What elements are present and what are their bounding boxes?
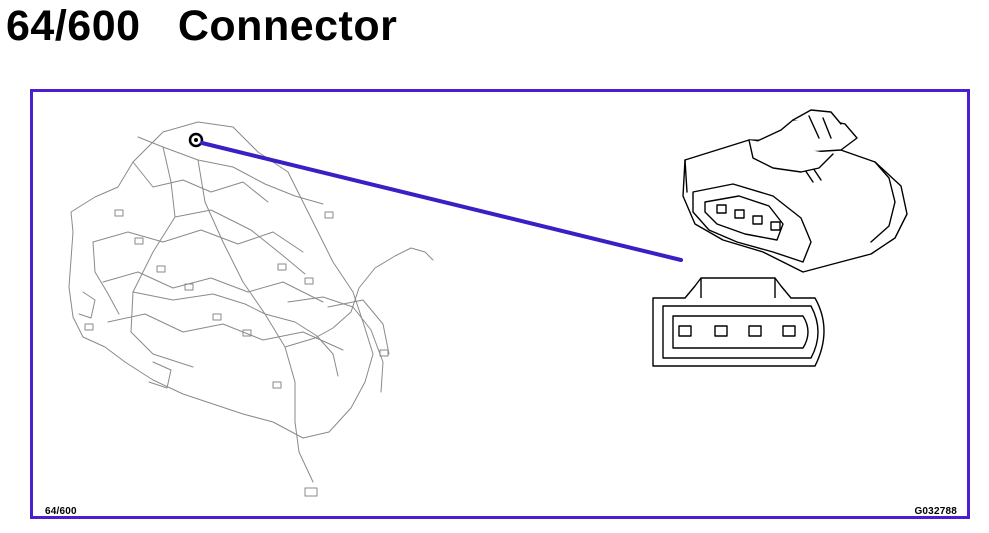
leader-line xyxy=(200,141,683,262)
engine-harness-illustration xyxy=(68,121,434,497)
connector-3d-view xyxy=(682,109,908,273)
figure-frame: 64/600 G032788 xyxy=(30,89,970,519)
figure-code-right: G032788 xyxy=(914,506,957,517)
page-title: 64/600 Connector xyxy=(6,2,398,50)
connector-face-view xyxy=(652,277,825,367)
connector-location-marker xyxy=(188,132,204,148)
figure-code-left: 64/600 xyxy=(45,506,77,517)
diagram-canvas xyxy=(68,109,908,497)
